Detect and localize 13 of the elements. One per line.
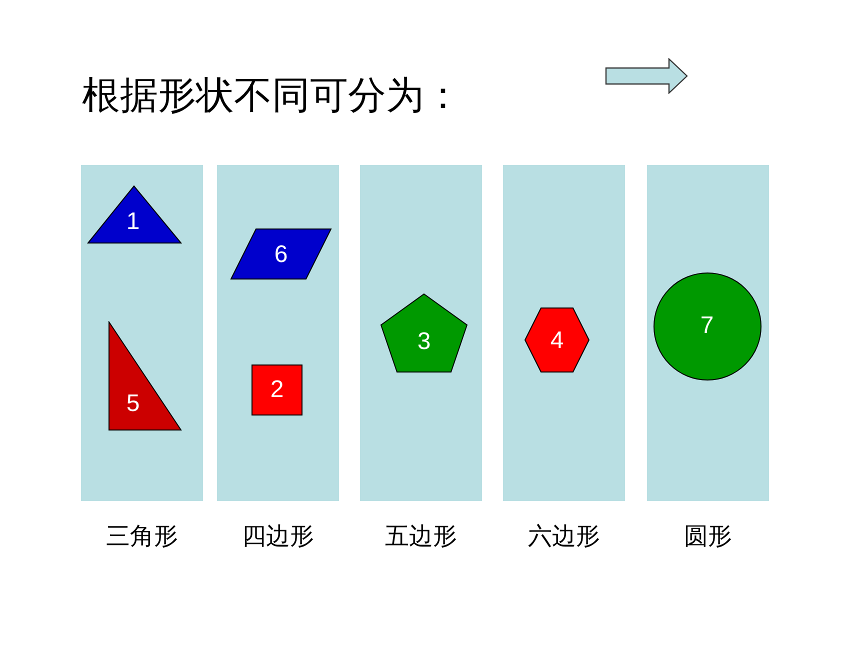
shape-number: 3	[417, 328, 431, 356]
column-label: 五边形	[385, 522, 457, 550]
title: 根据形状不同可分为：	[82, 72, 462, 119]
shape-number: 7	[700, 312, 714, 340]
shape-number: 4	[550, 327, 564, 355]
column-label: 圆形	[684, 522, 732, 550]
shape-number: 1	[126, 208, 140, 236]
column-label: 六边形	[528, 522, 600, 550]
shape-number: 5	[126, 390, 140, 418]
shape-number: 6	[274, 241, 288, 269]
column-label: 四边形	[242, 522, 314, 550]
shape-number: 2	[270, 376, 284, 404]
column-label: 三角形	[106, 522, 178, 550]
